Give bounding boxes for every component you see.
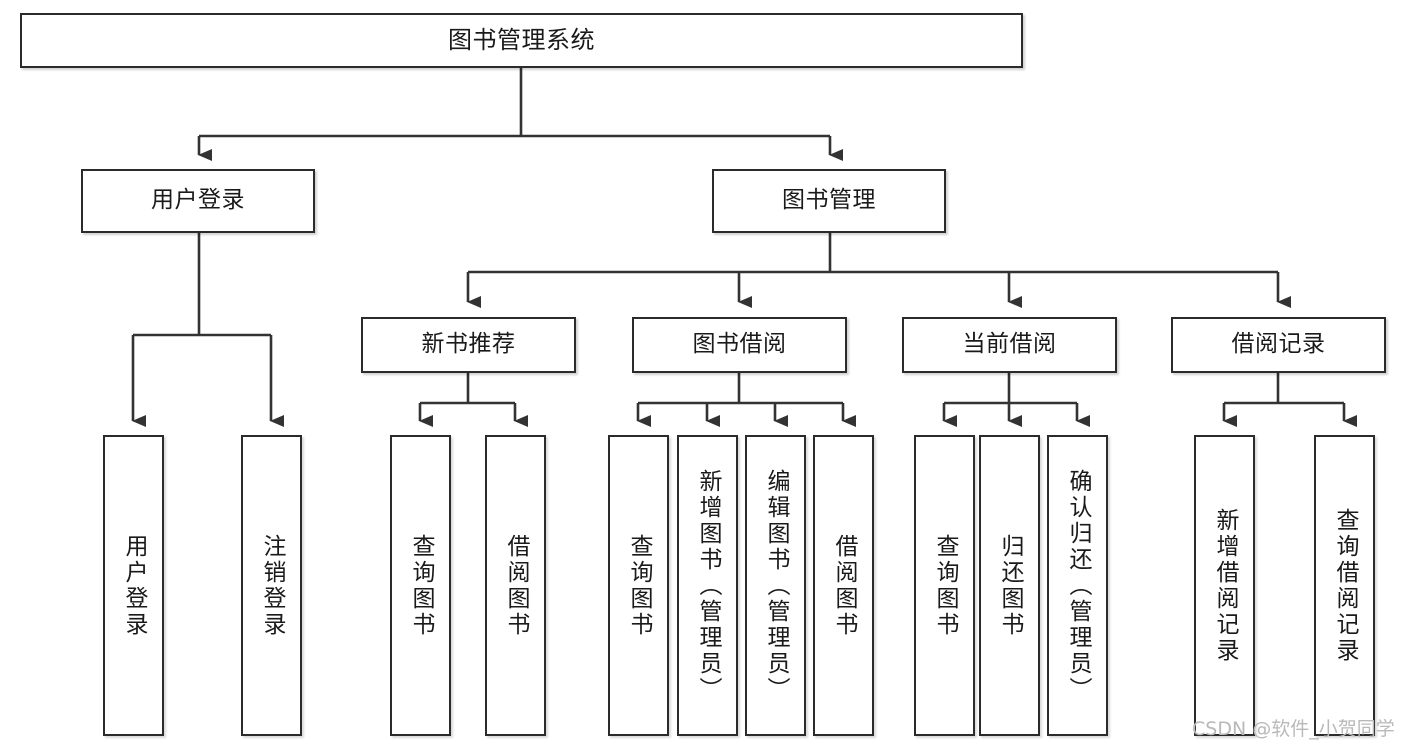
node-leaf-return-book[interactable]: 归还图书: [979, 435, 1040, 736]
node-leaf-query-book-2-label: 查询图书: [626, 533, 652, 638]
node-leaf-query-book-3-label: 查询图书: [932, 533, 958, 638]
node-root-label: 图书管理系统: [448, 26, 595, 55]
node-new-book-recommend-label: 新书推荐: [421, 331, 516, 358]
node-leaf-query-book-2[interactable]: 查询图书: [608, 435, 669, 736]
node-leaf-add-book[interactable]: 新增图书（管理员）: [677, 435, 738, 736]
node-leaf-user-login[interactable]: 用户登录: [103, 435, 164, 736]
node-current-borrow[interactable]: 当前借阅: [902, 317, 1117, 373]
node-leaf-borrow-book-1[interactable]: 借阅图书: [485, 435, 546, 736]
node-leaf-edit-book[interactable]: 编辑图书（管理员）: [745, 435, 806, 736]
node-user-login[interactable]: 用户登录: [81, 169, 315, 233]
node-leaf-query-book-1-label: 查询图书: [408, 533, 434, 638]
node-leaf-logout[interactable]: 注销登录: [241, 435, 302, 736]
node-book-management[interactable]: 图书管理: [712, 169, 946, 233]
node-leaf-query-record[interactable]: 查询借阅记录: [1314, 435, 1375, 736]
node-leaf-add-book-label: 新增图书（管理员）: [695, 468, 721, 703]
node-new-book-recommend[interactable]: 新书推荐: [361, 317, 576, 373]
node-leaf-borrow-book-1-label: 借阅图书: [503, 533, 529, 638]
node-book-borrow-label: 图书借阅: [692, 331, 787, 358]
node-leaf-add-record[interactable]: 新增借阅记录: [1194, 435, 1255, 736]
node-user-login-label: 用户登录: [151, 187, 245, 214]
node-leaf-add-record-label: 新增借阅记录: [1212, 507, 1238, 664]
node-leaf-return-book-label: 归还图书: [997, 533, 1023, 638]
node-leaf-logout-label: 注销登录: [259, 533, 285, 638]
node-borrow-record[interactable]: 借阅记录: [1171, 317, 1386, 373]
node-leaf-query-book-3[interactable]: 查询图书: [914, 435, 975, 736]
node-leaf-confirm-return-label: 确认归还（管理员）: [1065, 468, 1091, 703]
node-book-borrow[interactable]: 图书借阅: [632, 317, 847, 373]
node-leaf-borrow-book-2[interactable]: 借阅图书: [813, 435, 874, 736]
node-leaf-query-book-1[interactable]: 查询图书: [390, 435, 451, 736]
node-leaf-edit-book-label: 编辑图书（管理员）: [763, 468, 789, 703]
node-current-borrow-label: 当前借阅: [962, 331, 1057, 358]
node-leaf-query-record-label: 查询借阅记录: [1332, 507, 1358, 664]
node-book-management-label: 图书管理: [782, 187, 876, 214]
node-borrow-record-label: 借阅记录: [1231, 331, 1326, 358]
node-leaf-confirm-return[interactable]: 确认归还（管理员）: [1047, 435, 1108, 736]
node-leaf-user-login-label: 用户登录: [121, 533, 147, 638]
node-root-book-management-system[interactable]: 图书管理系统: [20, 13, 1023, 68]
node-leaf-borrow-book-2-label: 借阅图书: [831, 533, 857, 638]
